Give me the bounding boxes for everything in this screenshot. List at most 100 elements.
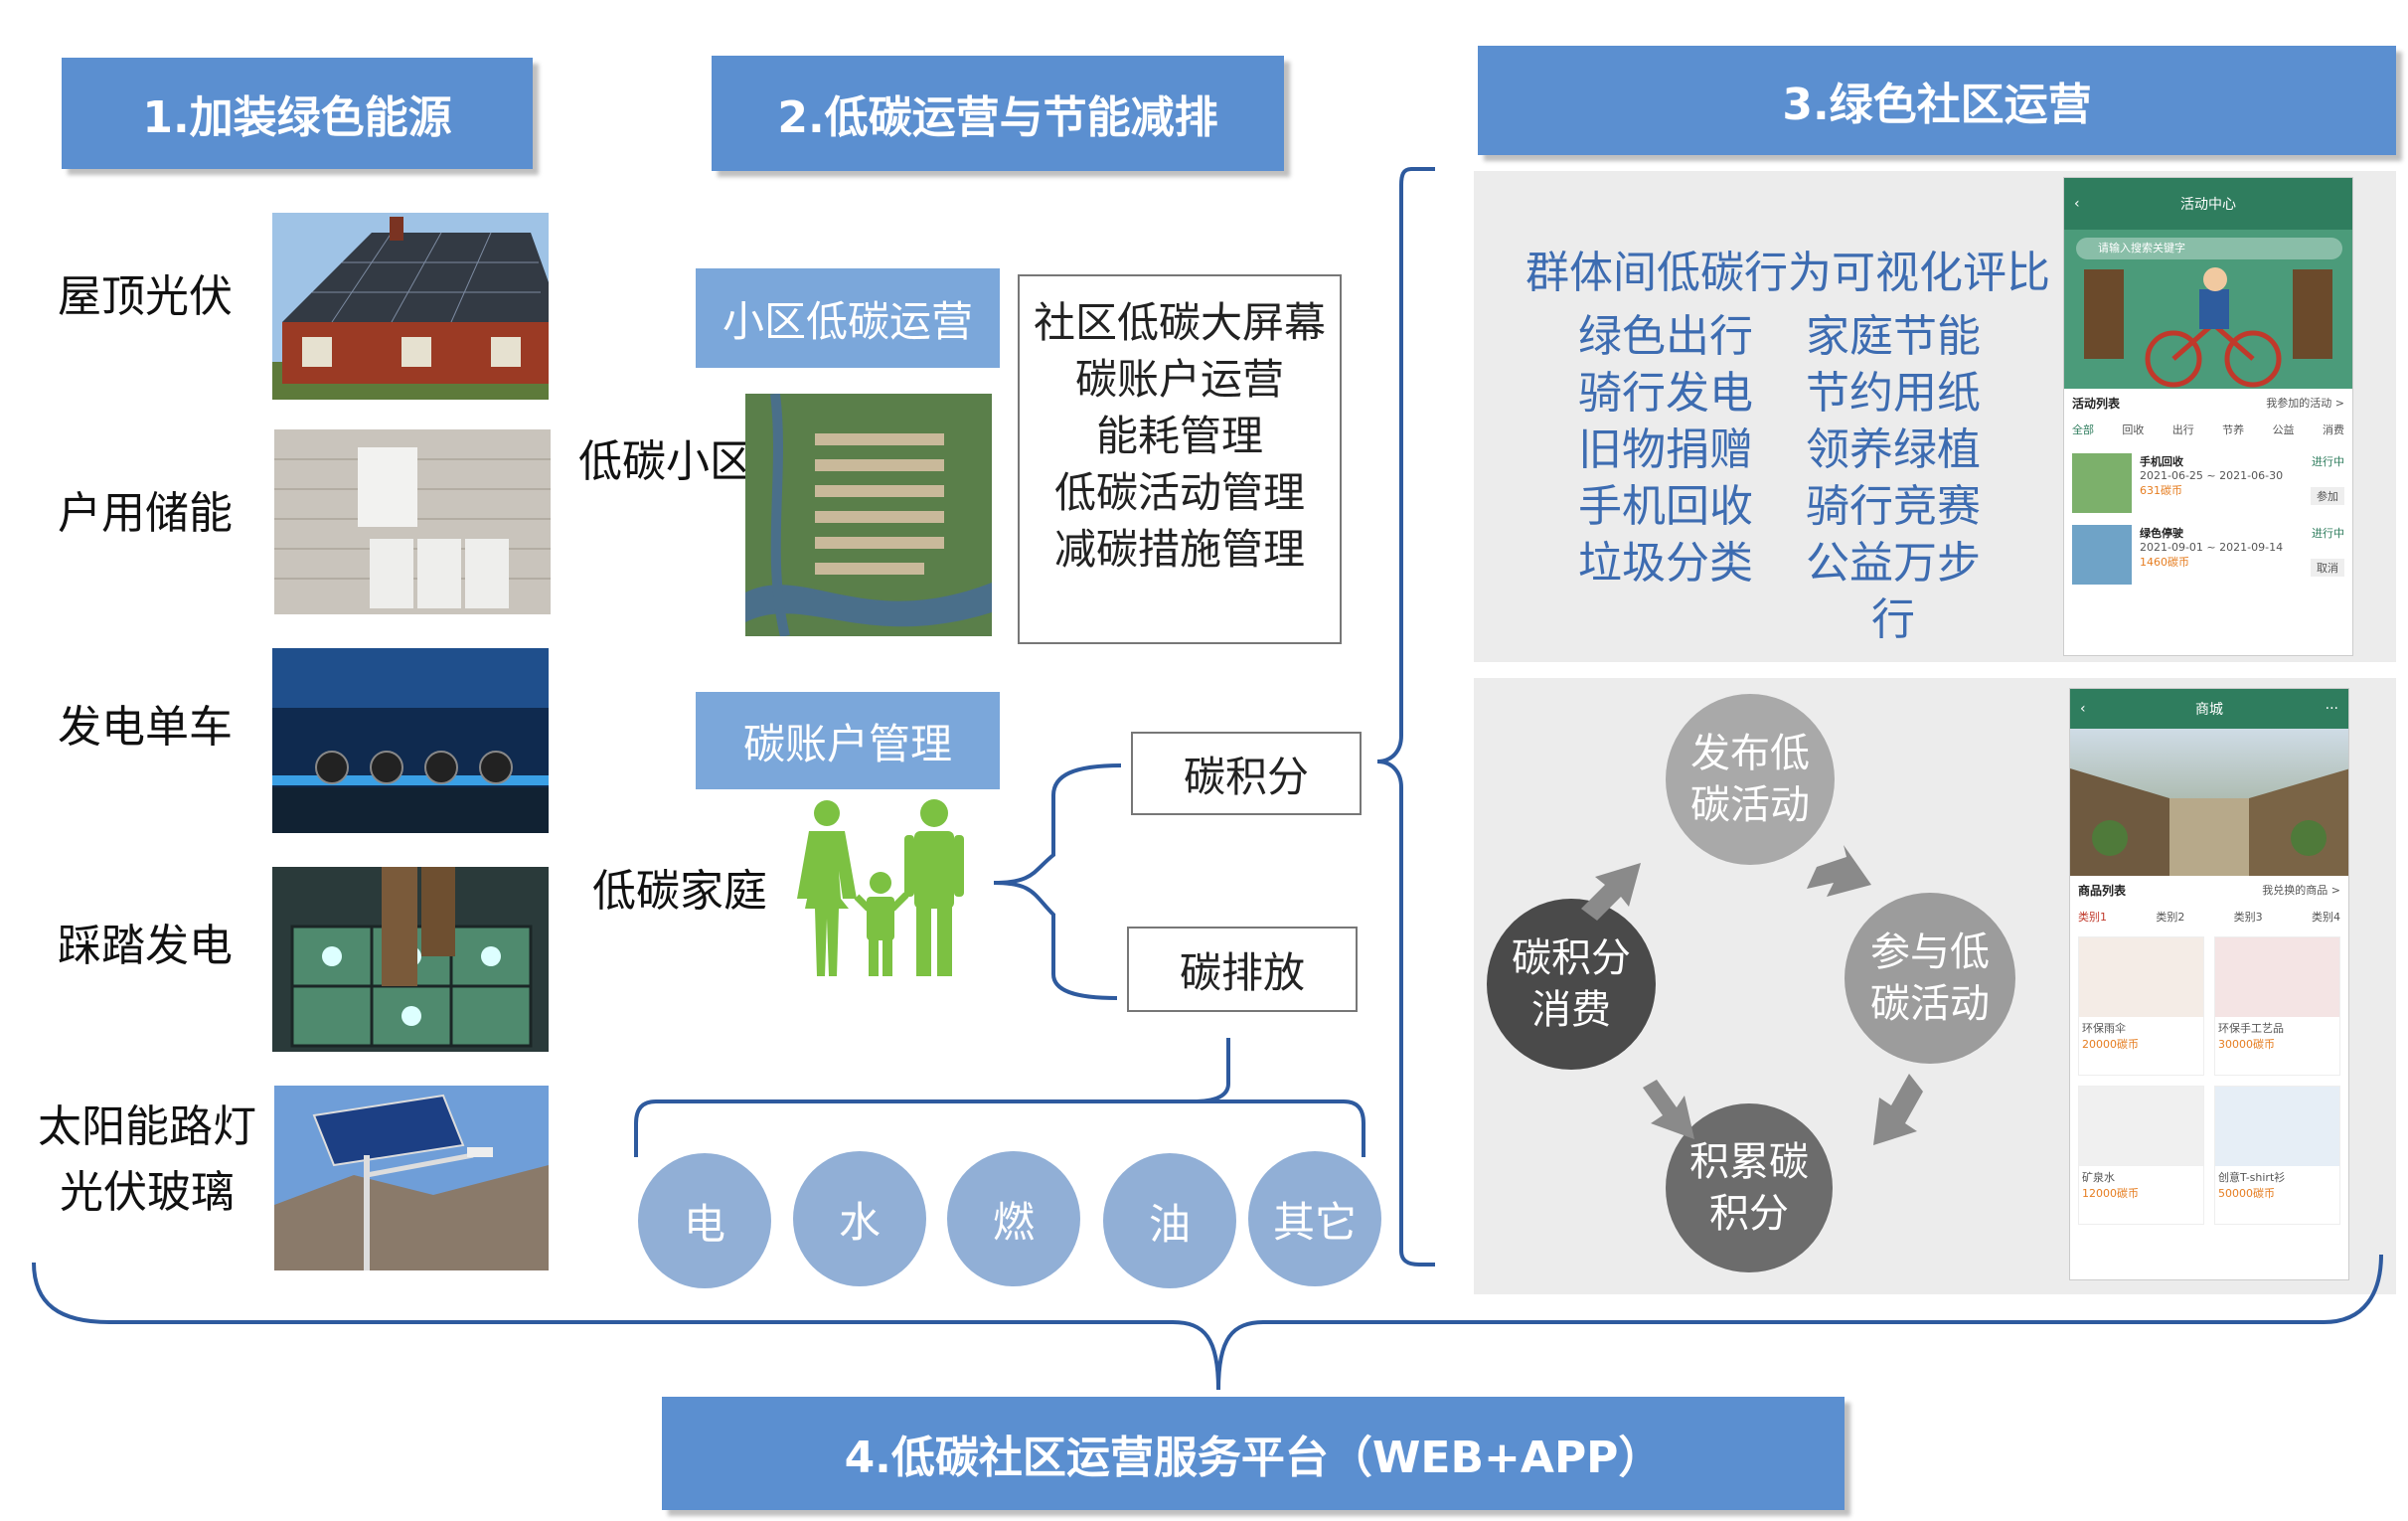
activity-home-saving: 家庭节能 [1806,311,1981,362]
phone2-list-title: 商品列表 [2078,884,2127,898]
item-thumbnail [2072,525,2132,585]
function-energy-mgmt: 能耗管理 [1095,412,1263,460]
item-date: 2021-06-25 ~ 2021-06-30 [2140,469,2284,482]
activity-save-paper: 节约用纸 [1806,368,1981,419]
product-card[interactable]: 矿泉水 12000碳币 [2078,1086,2204,1225]
phone2-tab-3[interactable]: 类别3 [2233,911,2263,924]
phone1-list-more[interactable]: 我参加的活动 > [2266,397,2344,410]
item-status: 进行中 [2312,527,2344,540]
list-item[interactable]: 手机回收 2021-06-25 ~ 2021-06-30 631碳币 进行中 参… [2072,453,2344,513]
phone1-tab-travel[interactable]: 出行 [2171,423,2194,436]
product-price: 12000碳币 [2082,1187,2139,1200]
product-image [2215,937,2339,1017]
energy-label-step-power: 踩踏发电 [58,921,233,971]
phone2-titlebar: ‹ 商城 ··· [2070,689,2348,729]
phone1-tab-charity[interactable]: 公益 [2272,423,2295,436]
bracket-section-3 [1376,167,1435,1267]
item-coins: 631碳币 [2140,484,2182,497]
cycle-accumulate: 积累碳 积分 [1666,1103,1833,1272]
phone1-tabs: 全部 回收 出行 节养 公益 消费 [2072,422,2344,437]
product-name: 创意T-shirt衫 [2218,1171,2286,1184]
cycle-consume: 碳积分 消费 [1487,899,1656,1070]
bracket-platform [32,1254,2383,1391]
back-icon[interactable]: ‹ [2074,196,2080,212]
bracket-to-emission [993,881,1118,1000]
phone1-banner: 请输入搜索关键字 [2064,230,2352,389]
product-image [2079,937,2203,1017]
product-name: 环保手工艺品 [2218,1022,2284,1035]
phone2-tab-2[interactable]: 类别2 [2156,911,2185,924]
item-date: 2021-09-01 ~ 2021-09-14 [2140,541,2284,554]
function-activity-mgmt: 低碳活动管理 [1053,468,1305,517]
activity-cycling-power: 骑行发电 [1578,368,1753,419]
function-reduction-mgmt: 减碳措施管理 [1053,525,1305,574]
mall-phone: ‹ 商城 ··· 商品列表 我兑换的商品 > 类别1 类别2 类别3 类别4 环… [2069,688,2349,1280]
energy-label-pv-glass: 光伏玻璃 [60,1167,235,1218]
bracket-emission-sources [634,1038,1230,1157]
back-icon[interactable]: ‹ [2080,701,2086,717]
item-thumbnail [2072,453,2132,513]
item-name: 手机回收 [2140,455,2183,468]
activity-center-phone: ‹ 活动中心 请输入搜索关键字 活动列表 我参加的活动 > 全部 回收 出行 节… [2063,177,2353,656]
green-ops-title: 群体间低碳行为可视化评比 [1525,248,2050,298]
product-image [2079,1087,2203,1166]
source-oil: 油 [1103,1153,1236,1288]
phone1-list-title: 活动列表 [2072,397,2121,411]
energy-label-power-bike: 发电单车 [58,702,233,753]
product-price: 20000碳币 [2082,1038,2139,1051]
cancel-button[interactable]: 取消 [2311,559,2344,577]
phone2-tab-4[interactable]: 类别4 [2311,911,2340,924]
low-carbon-community-label: 低碳小区 [578,436,753,487]
product-price: 30000碳币 [2218,1038,2275,1051]
source-water: 水 [793,1151,926,1286]
carbon-points-box: 碳积分 [1131,732,1362,815]
family-icon [795,799,966,976]
product-card[interactable]: 创意T-shirt衫 50000碳币 [2214,1086,2340,1225]
step-power-image [272,867,549,1052]
section-4-header: 4.低碳社区运营服务平台（WEB+APP） [662,1397,1845,1510]
carbon-account-tag: 碳账户管理 [696,692,1000,789]
carbon-emission-box: 碳排放 [1127,927,1358,1012]
phone2-list-more[interactable]: 我兑换的商品 > [2262,884,2340,897]
section-1-header: 1.加装绿色能源 [62,58,533,169]
list-item[interactable]: 绿色停驶 2021-09-01 ~ 2021-09-14 1460碳币 进行中 … [2072,525,2344,585]
join-button[interactable]: 参加 [2311,487,2344,505]
phone1-search-input[interactable]: 请输入搜索关键字 [2076,238,2342,259]
cyclist-illustration [2084,267,2332,388]
power-bike-image [272,648,549,833]
phone2-title: 商城 [2195,702,2223,718]
cycle-arrows [1581,845,1923,1145]
phone1-tab-consume[interactable]: 消费 [2322,423,2344,436]
phone2-tabs: 类别1 类别2 类别3 类别4 [2078,909,2340,925]
community-functions-box: 社区低碳大屏幕 碳账户运营 能耗管理 低碳活动管理 减碳措施管理 [1018,274,1342,644]
product-card[interactable]: 环保手工艺品 30000碳币 [2214,936,2340,1076]
product-price: 50000碳币 [2218,1187,2275,1200]
green-ops-right-list: 家庭节能 节约用纸 领养绿植 骑行竞赛 公益万步行 [1787,308,2000,648]
source-electricity: 电 [638,1153,771,1288]
phone1-tab-all[interactable]: 全部 [2072,423,2094,436]
green-ops-left-list: 绿色出行 骑行发电 旧物捐赠 手机回收 垃圾分类 [1576,308,1755,592]
phone1-tab-saving[interactable]: 节养 [2222,423,2245,436]
activity-cycling-race: 骑行竞赛 [1806,481,1981,532]
activity-garbage-sort: 垃圾分类 [1578,538,1753,589]
rooftop-pv-image [272,213,549,400]
item-status: 进行中 [2312,455,2344,468]
section-3-header: 3.绿色社区运营 [1478,46,2396,155]
energy-label-rooftop-pv: 屋顶光伏 [58,271,233,322]
community-ops-tag: 小区低碳运营 [696,268,1000,368]
product-name: 矿泉水 [2082,1171,2115,1184]
solar-lamp-image [274,1086,549,1270]
source-gas: 燃 [947,1151,1080,1286]
more-icon[interactable]: ··· [2325,701,2338,717]
section-2-header: 2.低碳运营与节能减排 [712,56,1284,171]
community-aerial-image [745,394,992,636]
item-coins: 1460碳币 [2140,556,2189,569]
phone1-list: 活动列表 我参加的活动 > 全部 回收 出行 节养 公益 消费 手机回收 202… [2064,389,2352,591]
source-other: 其它 [1248,1151,1381,1286]
mall-banner [2070,729,2348,876]
phone1-tab-recycle[interactable]: 回收 [2122,423,2145,436]
phone2-tab-1[interactable]: 类别1 [2078,911,2107,924]
